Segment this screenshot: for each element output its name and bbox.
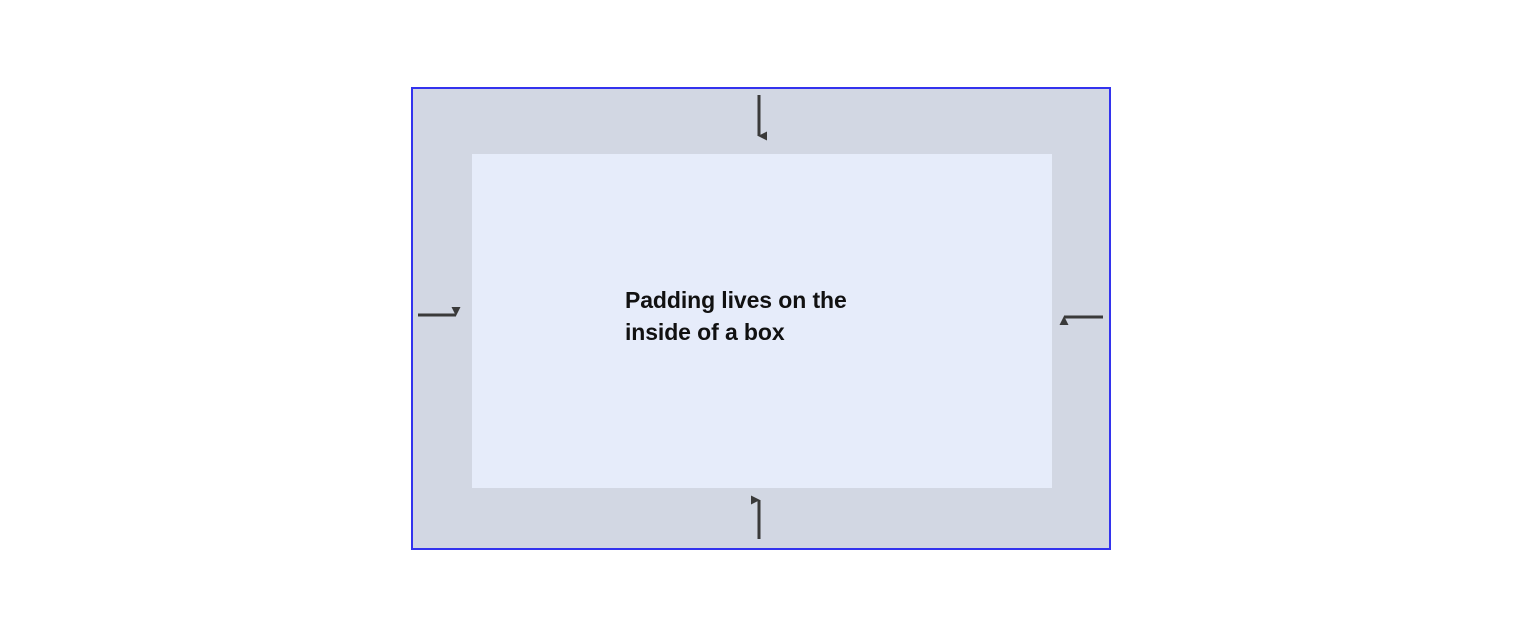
border-box	[411, 87, 1111, 550]
caption-text: Padding lives on the inside of a box	[625, 287, 847, 345]
content-box	[472, 154, 1052, 488]
